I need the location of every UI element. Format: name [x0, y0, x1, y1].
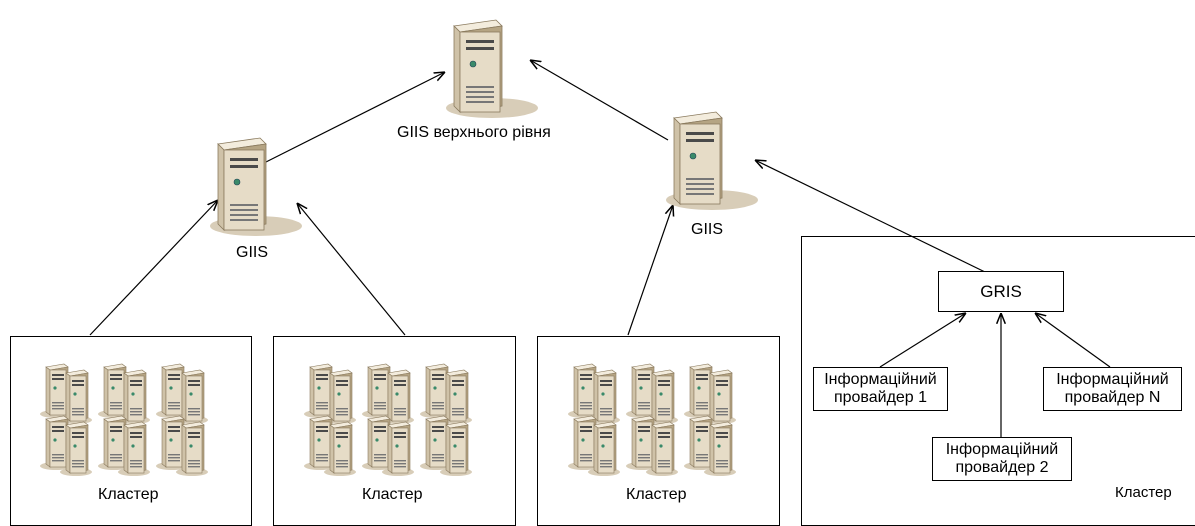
provider-box-2: Інформаційний провайдер 2 [932, 437, 1072, 481]
server-tower-icon [665, 111, 759, 211]
provider-title: Інформаційний [1056, 371, 1169, 388]
cluster-label: Кластер [362, 486, 423, 503]
provider-name: провайдер 1 [833, 389, 928, 406]
server-tower-icon [209, 137, 303, 237]
edge-gris-to-right-giis [755, 160, 986, 273]
gris-label: GRIS [980, 281, 1022, 301]
right-giis-label: GIIS [691, 221, 724, 238]
provider-title: Інформаційний [945, 441, 1059, 458]
provider-name: провайдер N [1064, 389, 1161, 406]
provider-box-3: Інформаційний провайдер N [1043, 367, 1182, 411]
provider-box-1: Інформаційний провайдер 1 [813, 367, 948, 411]
provider-title: Інформаційний [824, 371, 937, 388]
provider-name: провайдер 2 [955, 459, 1049, 476]
top-giis-label: GIIS верхнього рівня [397, 124, 551, 141]
cluster-label: Кластер [626, 486, 687, 503]
edge-right-giis-to-top [530, 60, 669, 141]
cluster-label: Кластер [98, 486, 159, 503]
cluster-label: Кластер [1115, 484, 1172, 501]
edge-cluster2-to-left-giis [297, 203, 406, 336]
connection-lines [89, 60, 1111, 437]
left-giis-label: GIIS [236, 244, 269, 261]
server-tower-icon [445, 19, 539, 119]
edge-left-giis-to-top [259, 72, 445, 166]
edge-providerN-to-gris [1035, 313, 1111, 368]
edge-cluster3-to-right-giis [627, 205, 673, 336]
gris-box: GRIS [938, 271, 1064, 312]
edge-provider1-to-gris [879, 313, 966, 368]
edge-cluster1-to-left-giis [89, 200, 218, 336]
